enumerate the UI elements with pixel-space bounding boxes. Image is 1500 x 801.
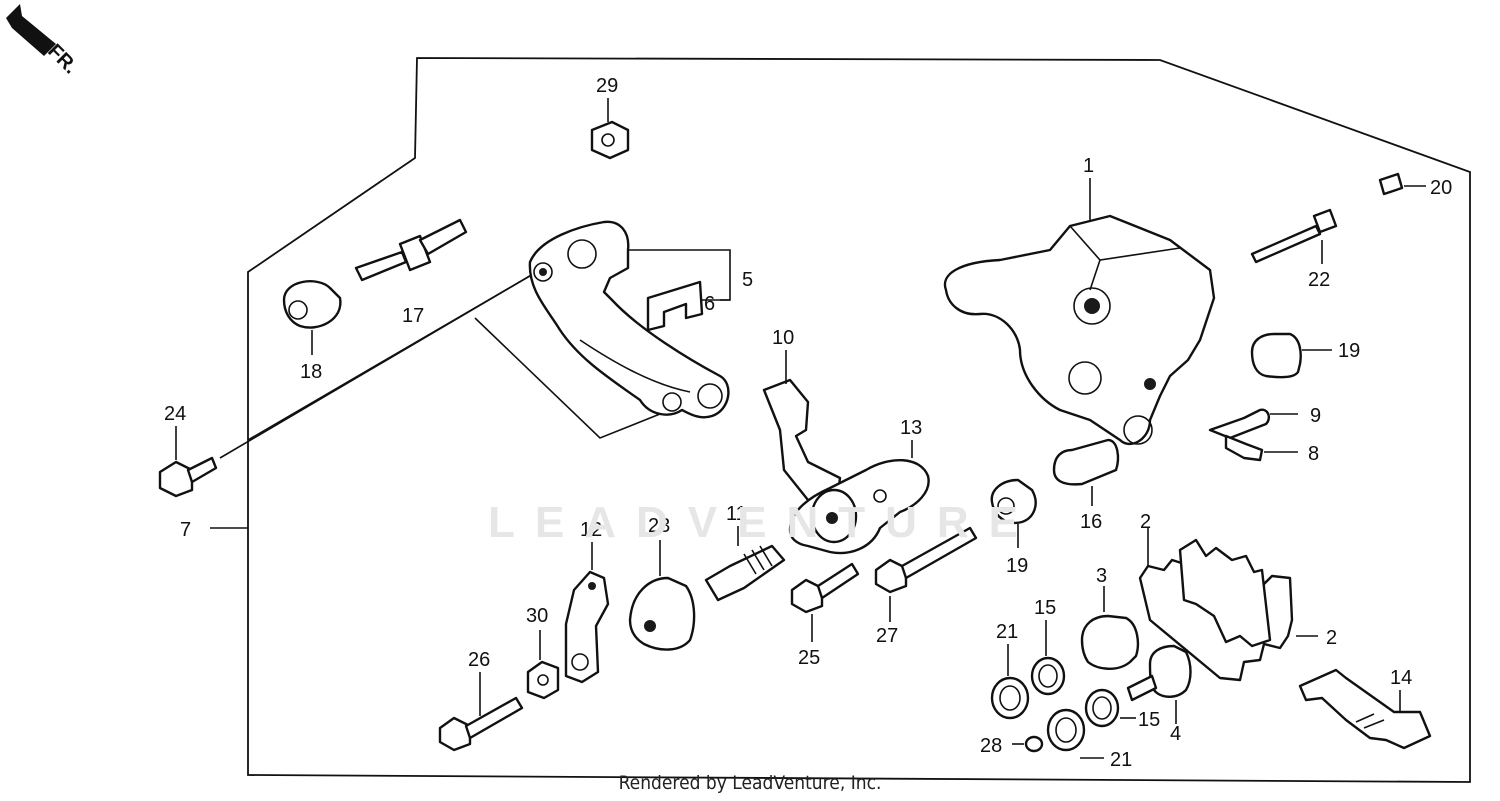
callout-9: 9	[1310, 405, 1321, 427]
part-23-cover-cap	[628, 540, 696, 651]
watermark: LEADVENTURE	[488, 498, 1039, 547]
callout-16: 16	[1080, 511, 1102, 533]
part-3-piston	[1080, 586, 1140, 670]
part-22-pin	[1250, 208, 1338, 264]
callout-15b: 15	[1138, 709, 1160, 731]
callout-5: 5	[742, 269, 753, 291]
callout-2b: 2	[1326, 627, 1337, 649]
callout-29: 29	[596, 75, 618, 97]
callout-13: 13	[900, 417, 922, 439]
callout-27: 27	[876, 625, 898, 647]
part-6-clip	[646, 280, 704, 332]
callout-3: 3	[1096, 565, 1107, 587]
part-27-bolt	[874, 526, 978, 622]
part-2-brake-pads	[1138, 528, 1318, 682]
callout-6: 6	[704, 293, 715, 315]
callout-23: 23	[648, 515, 670, 537]
callout-15a: 15	[1034, 597, 1056, 619]
part-18-bushing	[282, 280, 342, 355]
part-4-piston	[1126, 644, 1192, 724]
part-5-caliper-bracket	[528, 220, 730, 419]
callout-21b: 21	[1110, 749, 1132, 771]
callout-25: 25	[798, 647, 820, 669]
callout-10: 10	[772, 327, 794, 349]
part-16-bushing	[1052, 438, 1120, 506]
callout-17: 17	[402, 305, 424, 327]
front-direction-arrow-icon	[6, 4, 56, 56]
callout-labels: 1 2 2 3 4 5 6 7 8 9 10 11 12 13 14 15 15…	[164, 75, 1452, 771]
part-21-seal-rings	[990, 644, 1104, 759]
part-14-pad-spring	[1298, 668, 1432, 750]
part-20-cap	[1378, 172, 1426, 196]
part-26-bolt	[438, 672, 524, 752]
assembly-bracket-lines	[210, 249, 731, 529]
callout-4: 4	[1170, 723, 1181, 745]
callout-30: 30	[526, 605, 548, 627]
callout-26: 26	[468, 649, 490, 671]
callout-8: 8	[1308, 443, 1319, 465]
callout-14: 14	[1390, 667, 1412, 689]
callout-19b: 19	[1006, 555, 1028, 577]
callout-2a: 2	[1140, 511, 1151, 533]
part-13-lever-assembly	[788, 440, 930, 555]
callout-22: 22	[1308, 269, 1330, 291]
callout-12: 12	[580, 519, 602, 541]
part-29-flange-nut	[590, 98, 630, 160]
part-11-adjuster	[704, 526, 786, 602]
part-24-bolt	[158, 426, 218, 498]
part-9-bleeder-cap	[1208, 408, 1298, 440]
part-28-o-ring	[1012, 735, 1044, 753]
assembly-frame	[247, 57, 1471, 783]
part-19-upper-bushing	[1250, 332, 1332, 379]
callout-24: 24	[164, 403, 186, 425]
part-19-lower-boot	[990, 478, 1037, 548]
part-8-bleeder-screw	[1224, 434, 1298, 462]
callout-20: 20	[1430, 177, 1452, 199]
part-15-seal-rings	[1030, 620, 1136, 728]
callout-1: 1	[1083, 155, 1094, 177]
rendered-by-footer: Rendered by LeadVenture, Inc.	[618, 772, 882, 794]
callout-7: 7	[180, 519, 191, 541]
callout-11: 11	[726, 503, 747, 525]
part-25-bolt	[790, 562, 860, 642]
callout-18: 18	[300, 361, 322, 383]
part-30-nut	[526, 630, 560, 700]
callout-21a: 21	[996, 621, 1018, 643]
part-17-pin-bolt	[354, 218, 468, 282]
part-10-lever	[762, 350, 842, 510]
callout-28: 28	[980, 735, 1002, 757]
part-1-caliper-body	[943, 178, 1216, 446]
callout-19a: 19	[1338, 340, 1360, 362]
part-12-plate	[564, 542, 610, 684]
